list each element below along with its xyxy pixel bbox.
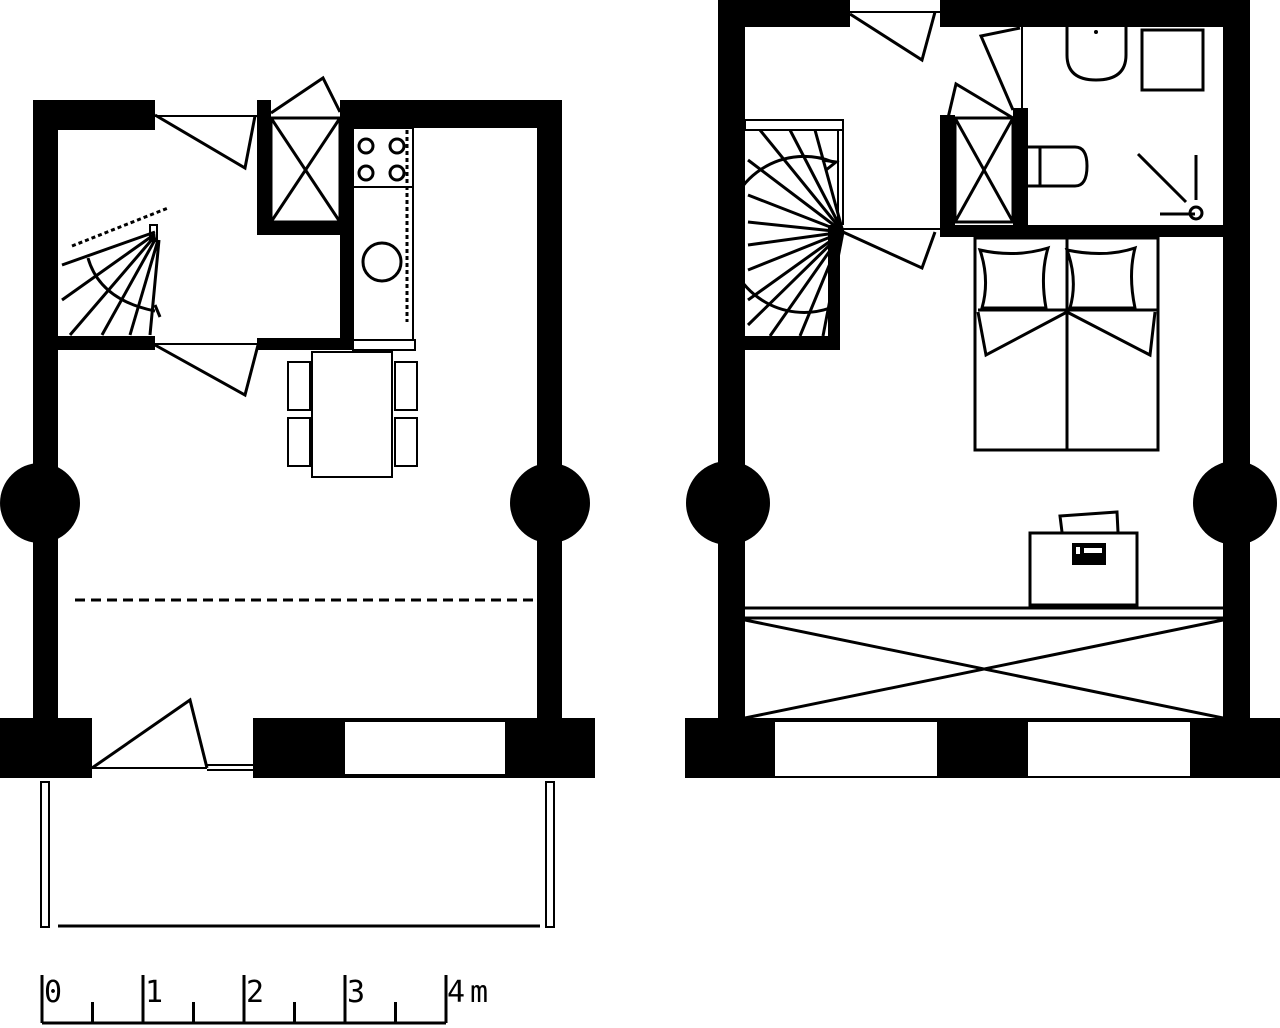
stair-tread bbox=[747, 158, 844, 234]
walls bbox=[718, 0, 1250, 720]
void-opening bbox=[744, 606, 1224, 720]
stair-tread bbox=[747, 230, 844, 302]
column bbox=[1193, 461, 1277, 545]
stair-tread bbox=[788, 129, 845, 233]
column bbox=[686, 461, 770, 545]
stair-tread bbox=[813, 129, 845, 233]
upper-floor-plan bbox=[685, 0, 1280, 778]
facade bbox=[0, 697, 595, 778]
scale-label-2: 2 bbox=[246, 975, 264, 1010]
double-bed bbox=[973, 236, 1160, 452]
scale-label-3: 3 bbox=[347, 975, 365, 1010]
dining-table bbox=[287, 351, 418, 478]
scale-bar: 0 1 2 3 4 m bbox=[40, 975, 488, 1025]
spiral-staircase bbox=[724, 119, 845, 337]
stair-tread bbox=[747, 230, 844, 272]
scale-unit: m bbox=[470, 975, 488, 1010]
facade bbox=[685, 718, 1280, 778]
scale-label-4: 4 bbox=[447, 975, 465, 1010]
stair-tread bbox=[747, 193, 844, 234]
scale-label-1: 1 bbox=[145, 975, 163, 1010]
walls bbox=[33, 100, 562, 720]
shaft bbox=[953, 116, 1015, 224]
column bbox=[0, 463, 80, 543]
shaft bbox=[269, 116, 342, 224]
stair-tread bbox=[821, 231, 845, 337]
desk bbox=[1028, 510, 1139, 607]
stair-tread bbox=[758, 129, 845, 233]
stair-tread bbox=[747, 230, 844, 247]
doors bbox=[154, 75, 342, 398]
doors bbox=[842, 11, 1021, 271]
bathroom bbox=[1021, 27, 1205, 221]
column bbox=[510, 463, 590, 543]
stair-tread bbox=[768, 231, 845, 337]
ground-floor-plan bbox=[0, 75, 595, 928]
stair-tread bbox=[746, 230, 845, 327]
stair-tread bbox=[798, 231, 845, 337]
staircase bbox=[61, 206, 169, 336]
stair-tread bbox=[747, 220, 844, 234]
kitchen-counter bbox=[352, 127, 416, 351]
balcony bbox=[40, 781, 555, 928]
scale-label-0: 0 bbox=[44, 975, 62, 1010]
